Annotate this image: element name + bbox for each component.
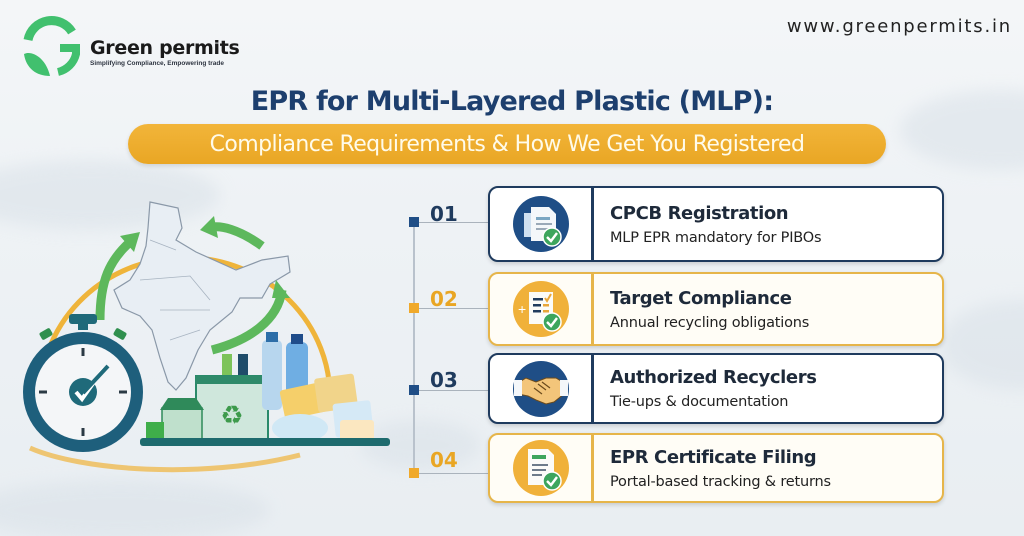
checklist-check-icon: +: [512, 281, 569, 337]
step-marker: [409, 303, 419, 313]
step-cpcb-registration: 01 CPCB Registration MLP EPR mandatory f…: [0, 0, 1024, 262]
stopwatch-icon: [23, 314, 143, 452]
step-title: CPCB Registration: [610, 202, 789, 224]
svg-text:+: +: [518, 301, 526, 317]
step-card[interactable]: CPCB Registration MLP EPR mandatory for …: [488, 186, 944, 262]
step-number: 04: [430, 448, 458, 472]
step-description: Annual recycling obligations: [610, 314, 810, 331]
step-number: 01: [430, 202, 458, 226]
page-subtitle: Compliance Requirements & How We Get You…: [209, 131, 805, 157]
step-marker: [409, 385, 419, 395]
step-icon-box: +: [490, 274, 594, 344]
step-description: MLP EPR mandatory for PIBOs: [610, 229, 822, 246]
certificate-check-icon: [512, 440, 569, 496]
multilayer-packets-icon: [272, 373, 374, 442]
india-map-icon: [113, 201, 291, 391]
step-description: Tie-ups & documentation: [610, 394, 789, 410]
step-marker: [409, 217, 419, 227]
step-number: 03: [430, 368, 458, 392]
background-cloud: [0, 480, 270, 536]
website-link[interactable]: www.greenpermits.in: [786, 16, 1012, 37]
brand-logo[interactable]: Green permits Simplifying Compliance, Em…: [14, 10, 240, 82]
subtitle-banner: Compliance Requirements & How We Get You…: [128, 124, 886, 164]
step-icon-box: [490, 435, 594, 501]
background-cloud: [940, 300, 1024, 390]
green-g-leaf-logo-icon: [14, 10, 86, 82]
brand-name: Green permits: [90, 37, 240, 59]
step-title: EPR Certificate Filing: [610, 446, 817, 468]
step-connector: [414, 308, 488, 309]
step-icon-box: [490, 188, 594, 260]
step-card[interactable]: Authorized Recyclers Tie-ups & documenta…: [488, 353, 944, 424]
step-title: Authorized Recyclers: [610, 367, 817, 388]
tray-base: [140, 438, 390, 446]
timeline-line: [413, 218, 415, 476]
recycling-factory-icon: ♻: [146, 354, 269, 441]
handshake-icon: [512, 360, 569, 417]
step-target-compliance: 02 + Target Compliance Annual recycling …: [0, 0, 1024, 346]
recycle-arrows-icon: [95, 216, 290, 355]
brand-tagline: Simplifying Compliance, Empowering trade: [90, 60, 224, 67]
step-description: Portal-based tracking & returns: [610, 473, 831, 490]
background-cloud: [0, 160, 220, 230]
page-title: EPR for Multi-Layered Plastic (MLP):: [250, 86, 774, 117]
step-epr-certificate-filing: 04 EPR Certificate Filing Portal-based t…: [0, 0, 1024, 503]
document-check-icon: [512, 196, 569, 252]
step-icon-box: [490, 355, 594, 422]
step-card[interactable]: EPR Certificate Filing Portal-based trac…: [488, 433, 944, 503]
step-number: 02: [430, 287, 458, 311]
step-marker: [409, 468, 419, 478]
step-connector: [414, 473, 488, 474]
epr-illustration: ♻: [0, 180, 400, 480]
svg-text:♻: ♻: [220, 400, 243, 430]
step-card[interactable]: + Target Compliance Annual recycling obl…: [488, 272, 944, 346]
step-connector: [414, 390, 488, 391]
step-connector: [414, 222, 488, 223]
step-title: Target Compliance: [610, 287, 792, 309]
step-authorized-recyclers: 03 Authorized Recyclers Tie-ups & docume…: [0, 0, 1024, 424]
